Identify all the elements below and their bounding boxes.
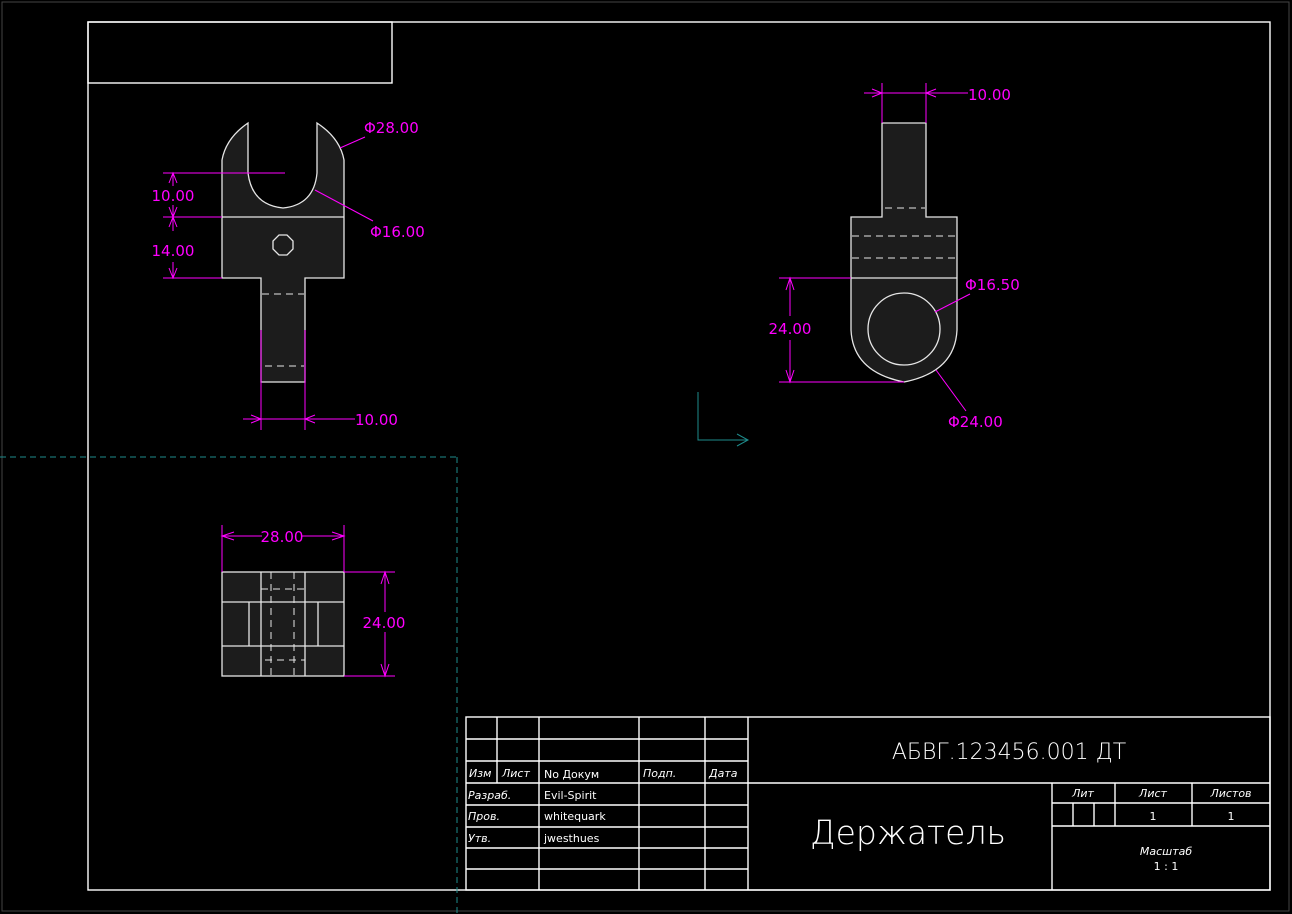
- top-left-stamp-box: [87, 21, 393, 84]
- dim-phi-side-outer[interactable]: Φ24.00: [948, 413, 1003, 431]
- ucs-axis-icon: [697, 392, 750, 447]
- top-view[interactable]: 28.00 24.00: [220, 525, 406, 678]
- dimension-arrows: [785, 276, 795, 384]
- sheet-number: 1: [1150, 810, 1157, 823]
- dim-top-height[interactable]: 24.00: [363, 614, 406, 632]
- approver-name: jwesthues: [543, 832, 600, 845]
- dimension-arrows: [168, 171, 178, 280]
- scale-label: Масштаб: [1140, 845, 1192, 858]
- side-view-hole: [867, 292, 941, 366]
- header-doc-no: No Докум: [544, 768, 599, 781]
- header-list: Лист: [501, 767, 530, 780]
- dimension-arrows: [380, 570, 390, 678]
- front-view-hole: [272, 234, 294, 256]
- sheets-label: Листов: [1209, 787, 1251, 800]
- dimension-arrows: [220, 531, 346, 541]
- leader-line: [339, 136, 366, 149]
- front-view-outline: [221, 121, 345, 383]
- role-developer: Разраб.: [468, 789, 511, 802]
- side-view[interactable]: 10.00 24.00 Φ16.50 Φ24.00: [769, 83, 1020, 431]
- dim-phi-hole[interactable]: Φ16.50: [965, 276, 1020, 294]
- part-name: Держатель: [810, 813, 1006, 852]
- dim-side-stem-width[interactable]: 10.00: [968, 86, 1011, 104]
- dim-body-height[interactable]: 14.00: [152, 242, 195, 260]
- header-izm: Изм: [469, 767, 491, 780]
- lit-label: Лит: [1071, 787, 1094, 800]
- front-view[interactable]: 10.00 14.00 Φ28.00 Φ16.00 10.00: [152, 119, 425, 430]
- role-approver: Утв.: [468, 832, 491, 845]
- scale-value: 1 : 1: [1154, 860, 1179, 873]
- dim-stem-width[interactable]: 10.00: [355, 411, 398, 429]
- title-block: Изм Лист No Докум Подп. Дата Разраб. Evi…: [465, 716, 1271, 891]
- dim-top-width[interactable]: 28.00: [261, 528, 304, 546]
- leader-line: [314, 189, 374, 222]
- dimension-arrows: [871, 88, 937, 98]
- sheet-label: Лист: [1138, 787, 1167, 800]
- role-checker: Пров.: [468, 810, 500, 823]
- dim-side-height[interactable]: 24.00: [769, 320, 812, 338]
- developer-name: Evil-Spirit: [544, 789, 597, 802]
- dimension-arrows: [250, 414, 316, 424]
- side-view-outline: [850, 122, 958, 383]
- dim-phi-slot[interactable]: Φ16.00: [370, 223, 425, 241]
- header-date: Дата: [708, 767, 738, 780]
- dim-phi-outer[interactable]: Φ28.00: [364, 119, 419, 137]
- top-view-outline: [221, 571, 345, 677]
- document-designation: АБВГ.123456.001 ДТ: [892, 740, 1126, 765]
- dim-slot-depth[interactable]: 10.00: [152, 187, 195, 205]
- header-sign: Подп.: [643, 767, 676, 780]
- sheets-count: 1: [1228, 810, 1235, 823]
- checker-name: whitequark: [544, 810, 606, 823]
